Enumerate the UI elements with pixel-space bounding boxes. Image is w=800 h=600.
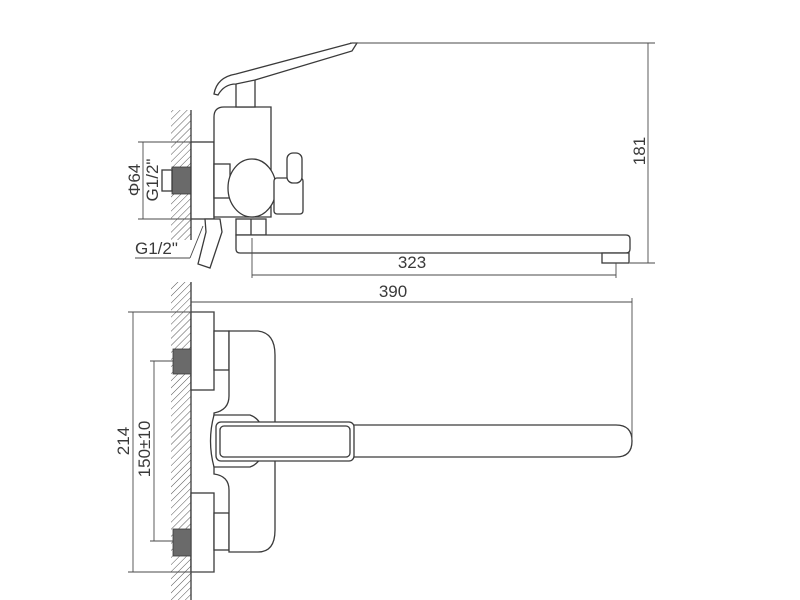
cartridge-bulb (227, 158, 277, 218)
dim-height-214: 214 (114, 427, 133, 455)
diverter-knob (286, 152, 303, 184)
dim-length-390: 390 (379, 282, 407, 301)
side-view: 181 323 Φ64 G1/2" G1/2" (125, 42, 655, 278)
union-nut (213, 163, 231, 199)
aerator (601, 252, 630, 264)
upper-thread (172, 348, 192, 375)
wall-plate (190, 141, 215, 220)
dim-center-150: 150±10 (135, 421, 154, 478)
dim-plate-diameter: Φ64 (125, 164, 144, 196)
dim-height-181: 181 (630, 137, 649, 165)
lower-thread (172, 528, 192, 557)
lower-wall-plate (190, 492, 215, 573)
lever-handle-top (215, 421, 355, 462)
label-inlet-thread: G1/2" (143, 159, 162, 202)
dim-spout-323: 323 (398, 253, 426, 272)
diverter-body (273, 177, 304, 215)
inlet-thread (171, 166, 192, 195)
upper-wall-plate (190, 311, 215, 391)
top-view: 390 214 150±10 (114, 282, 633, 600)
label-outlet-thread: G1/2" (135, 239, 178, 258)
spout-side (235, 234, 631, 254)
upper-nut (213, 330, 230, 371)
spout-top (351, 424, 633, 458)
shower-hose-outlet (197, 218, 223, 269)
lower-nut (213, 512, 230, 551)
lever-handle (213, 42, 359, 96)
